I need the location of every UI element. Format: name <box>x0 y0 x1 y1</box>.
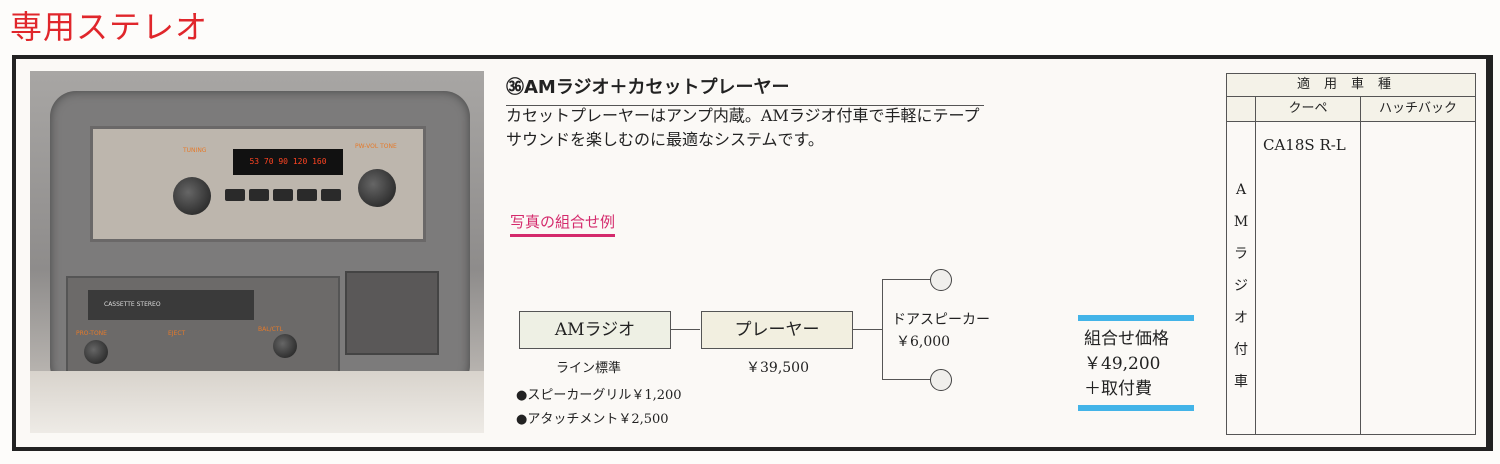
speaker-price: ￥6,000 <box>896 334 951 350</box>
row-label-char: オ <box>1234 310 1248 326</box>
row-label: A M ラ ジ オ 付 車 <box>1227 174 1255 398</box>
product-photo: 53 70 90 120 160 TUNING PW-VOL TONE CASS… <box>30 71 484 433</box>
page-title: 専用ステレオ <box>10 8 209 46</box>
radio-unit: 53 70 90 120 160 TUNING PW-VOL TONE <box>90 126 426 242</box>
coupe-column <box>1256 97 1361 434</box>
product-heading: ㊱AMラジオ＋カセットプレーヤー <box>506 73 984 106</box>
example-label: 写真の組合せ例 <box>510 211 616 237</box>
cassette-slot: CASSETTE STEREO <box>88 290 254 320</box>
volume-knob <box>358 169 396 207</box>
connector-line <box>670 329 700 330</box>
speaker-icon <box>930 369 952 391</box>
connector-line <box>882 379 932 380</box>
player-box: プレーヤー <box>701 311 853 349</box>
preset-buttons <box>225 189 341 201</box>
radio-display: 53 70 90 120 160 <box>233 149 343 175</box>
column-header-hatchback: ハッチバック <box>1361 97 1475 122</box>
am-radio-box: AMラジオ <box>519 311 671 349</box>
row-label-char: A <box>1235 182 1247 198</box>
option-item: ●アタッチメント￥2,500 <box>516 412 669 427</box>
total-label: 組合せ価格 <box>1084 329 1169 349</box>
speaker-icon <box>930 269 952 291</box>
seat-area <box>30 371 484 433</box>
pro-tone-label: PRO-TONE <box>76 330 107 337</box>
total-price: ￥49,200 <box>1084 354 1161 374</box>
row-label-char: ラ <box>1234 246 1248 262</box>
cassette-deck: CASSETTE STEREO PRO-TONE EJECT BAL/CTL <box>66 276 340 375</box>
column-header-coupe: クーペ <box>1256 97 1360 122</box>
row-label-column <box>1227 97 1256 434</box>
option-item: ●スピーカーグリル￥1,200 <box>516 388 682 403</box>
connector-line <box>852 329 882 330</box>
table-header: 適用車種 <box>1227 74 1475 97</box>
total-note: ＋取付費 <box>1084 379 1152 399</box>
speaker-label: ドアスピーカー <box>892 312 990 328</box>
balance-knob <box>273 334 297 358</box>
row-label-char: 付 <box>1234 342 1248 358</box>
connector-line <box>882 279 883 379</box>
radio-note: ライン標準 <box>556 361 622 376</box>
tuning-label: TUNING <box>183 147 207 154</box>
product-panel: 53 70 90 120 160 TUNING PW-VOL TONE CASS… <box>12 55 1493 451</box>
player-price: ￥39,500 <box>746 360 809 376</box>
product-description: カセットプレーヤーはアンプ内蔵。AMラジオ付車で手軽にテープサウンドを楽しむのに… <box>506 106 980 149</box>
connector-line <box>882 279 932 280</box>
applicable-models-table: 適用車種 クーペ ハッチバック A M ラ ジ オ 付 車 CA18S R-L <box>1226 73 1476 435</box>
row-label-char: ジ <box>1234 278 1248 294</box>
tuning-knob <box>173 177 211 215</box>
row-label-char: 車 <box>1234 374 1248 390</box>
volume-label: PW-VOL TONE <box>355 143 397 150</box>
total-block: 組合せ価格 ￥49,200 ＋取付費 <box>1084 327 1169 402</box>
eject-label: EJECT <box>168 330 186 337</box>
storage-pocket <box>345 271 439 355</box>
coupe-model: CA18S R-L <box>1263 136 1346 154</box>
tone-knob <box>84 340 108 364</box>
balance-label: BAL/CTL <box>258 326 283 333</box>
blue-rule <box>1078 405 1194 411</box>
blue-rule <box>1078 315 1194 321</box>
corner-cell <box>1227 97 1255 122</box>
row-label-char: M <box>1233 214 1249 230</box>
